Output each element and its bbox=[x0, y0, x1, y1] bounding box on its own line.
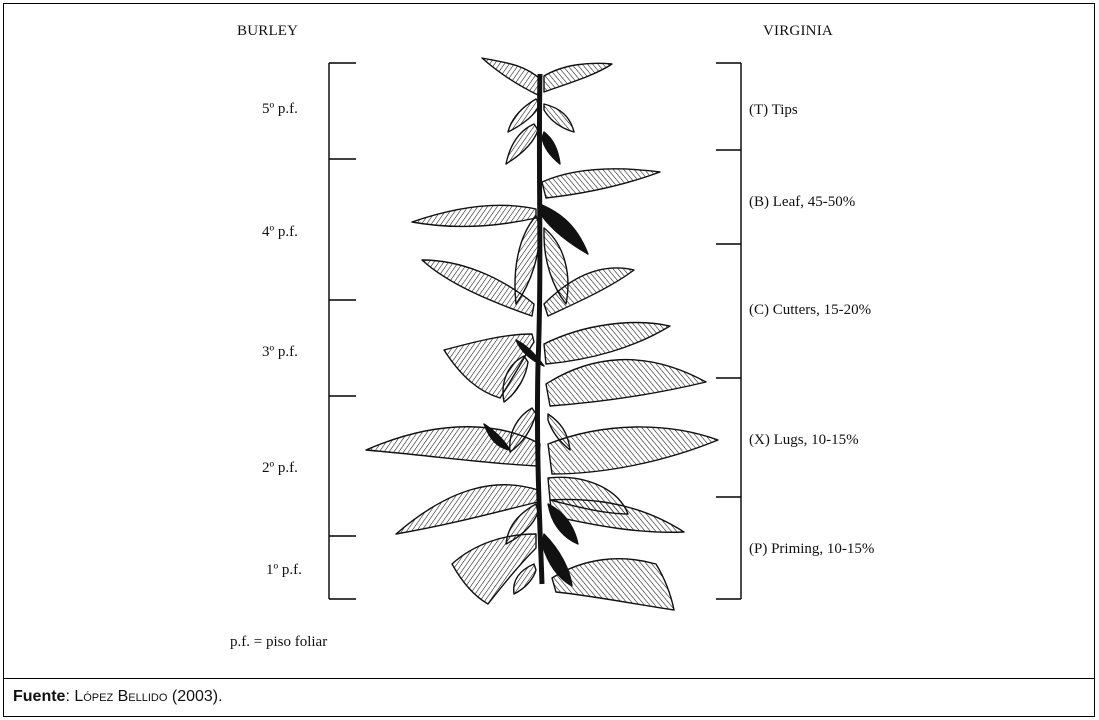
plant-illustration bbox=[366, 58, 718, 610]
virginia-bracket bbox=[716, 63, 741, 599]
caption-author: López Bellido bbox=[74, 688, 167, 705]
caption-separator: : bbox=[65, 688, 74, 705]
tobacco-plant-diagram bbox=[4, 4, 1096, 676]
burley-bracket bbox=[329, 63, 356, 599]
caption-divider bbox=[4, 678, 1094, 679]
source-caption: Fuente: López Bellido (2003). bbox=[13, 688, 223, 706]
caption-year: (2003). bbox=[167, 688, 222, 705]
figure-frame: BURLEY VIRGINIA 5º p.f. 4º p.f. 3º p.f. … bbox=[3, 3, 1095, 717]
caption-prefix: Fuente bbox=[13, 688, 65, 705]
